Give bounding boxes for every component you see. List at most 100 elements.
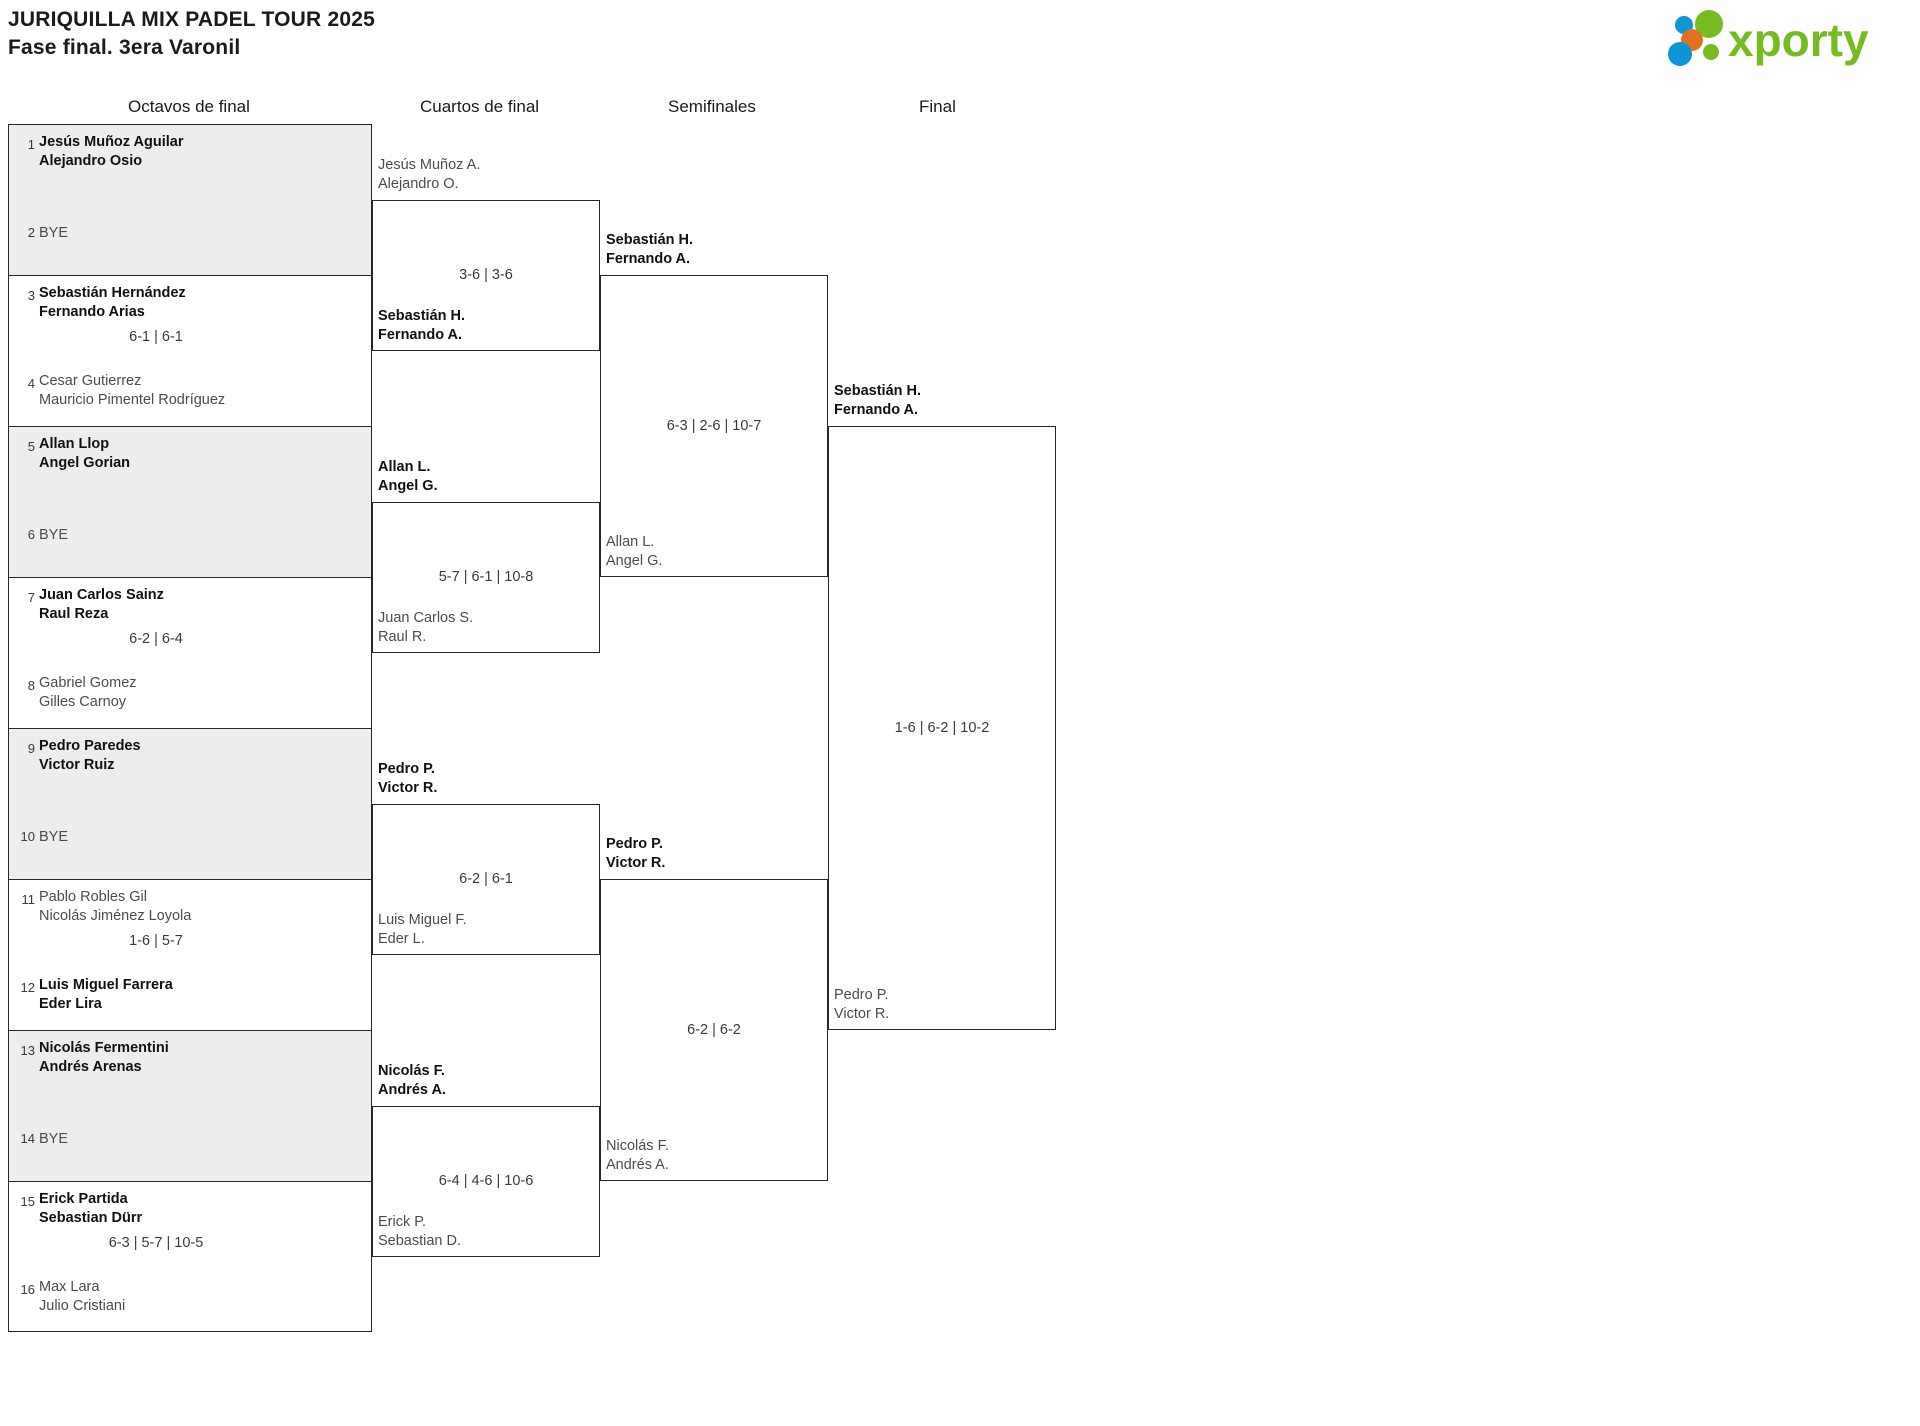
team-top: Pedro P. Victor R.: [378, 760, 437, 798]
team-bottom: Allan L. Angel G.: [606, 533, 662, 571]
player-name: Juan Carlos S.: [378, 609, 474, 626]
player-name: Pedro P.: [378, 760, 435, 777]
player-name: Victor R.: [378, 779, 438, 796]
player-name: Raul Reza: [39, 606, 109, 622]
page-title: JURIQUILLA MIX PADEL TOUR 2025 Fase fina…: [8, 6, 375, 62]
player-name: Angel Gorian: [39, 455, 131, 471]
player-name: Allan L.: [606, 534, 655, 550]
player-name: Jesús Muñoz A.: [378, 156, 481, 173]
seed-number: 15: [20, 1194, 35, 1209]
seed-number: 2: [27, 225, 35, 240]
team-bottom: BYE: [39, 1130, 365, 1149]
player-name: Eder Lira: [39, 996, 102, 1012]
player-name: Erick Partida: [39, 1191, 128, 1207]
player-name: BYE: [39, 527, 69, 543]
match-score: 1-6 | 5-7: [129, 933, 183, 949]
player-name: Pablo Robles Gil: [39, 889, 147, 905]
seed-number: 6: [27, 527, 35, 542]
xporty-logo: xporty: [1662, 8, 1902, 68]
match-score: 6-1 | 6-1: [129, 329, 183, 345]
team-bottom: Juan Carlos S. Raul R.: [378, 609, 473, 647]
match-score: 3-6 | 3-6: [459, 267, 513, 283]
team-top: Sebastián H. Fernando A.: [834, 382, 921, 420]
xporty-logo-svg: xporty: [1668, 10, 1869, 66]
player-name: Sebastián Hernández: [39, 285, 186, 301]
seed-number: 10: [20, 829, 35, 844]
player-name: Victor R.: [834, 1006, 890, 1022]
tournament-name: JURIQUILLA MIX PADEL TOUR 2025: [8, 8, 375, 31]
semifinal-match-1[interactable]: 6-3 | 2-6 | 10-7: [600, 275, 828, 577]
cuartos-match-2[interactable]: 5-7 | 6-1 | 10-8: [372, 501, 600, 653]
player-name: Victor R.: [606, 855, 666, 871]
player-name: Nicolás F.: [378, 1062, 445, 1079]
player-name: Juan Carlos Sainz: [39, 587, 164, 603]
match-score: 1-6 | 6-2 | 10-2: [894, 720, 990, 736]
player-name: Alejandro Osio: [39, 153, 143, 169]
player-name: BYE: [39, 829, 69, 845]
seed-number: 16: [20, 1282, 35, 1297]
player-name: Nicolás F.: [606, 1138, 669, 1154]
team-bottom: BYE: [39, 828, 365, 847]
player-name: Luis Miguel F.: [378, 911, 467, 928]
svg-text:xporty: xporty: [1728, 14, 1869, 66]
semifinal-match-2[interactable]: 6-2 | 6-2: [600, 879, 828, 1181]
player-name: Allan Llop: [39, 436, 110, 452]
team-bottom: Erick P.Sebastian D.: [378, 1213, 461, 1251]
player-name: Sebastián H.: [834, 383, 922, 399]
player-name: Angel G.: [606, 553, 663, 569]
round-header-cuartos: Cuartos de final: [420, 97, 540, 116]
player-name: Raul R.: [378, 628, 427, 645]
seed-number: 14: [20, 1131, 35, 1146]
seed-number: 12: [20, 980, 35, 995]
player-name: Andrés Arenas: [39, 1059, 142, 1075]
player-name: Nicolás Fermentini: [39, 1040, 169, 1056]
tournament-phase: Fase final. 3era Varonil: [8, 36, 241, 59]
cuartos-match-3[interactable]: 6-2 | 6-1: [372, 803, 600, 955]
team-top: Pedro P.Victor R.: [606, 835, 665, 873]
player-name: Luis Miguel Farrera: [39, 977, 173, 993]
match-score: 6-2 | 6-4: [129, 631, 183, 647]
player-name: Erick P.: [378, 1213, 427, 1230]
player-name: Jesús Muñoz Aguilar: [39, 134, 184, 150]
seed-number: 8: [27, 678, 35, 693]
player-name: Sebastián H.: [378, 307, 466, 324]
cuartos-match-4[interactable]: 6-4 | 4-6 | 10-6: [372, 1105, 600, 1257]
player-name: Pedro P.: [834, 987, 889, 1003]
match-score: 5-7 | 6-1 | 10-8: [438, 569, 534, 585]
player-name: Alejandro O.: [378, 175, 459, 192]
player-name: Andrés A.: [378, 1081, 446, 1098]
player-name: Nicolás Jiménez Loyola: [39, 908, 192, 924]
team-top: Allan L.Angel G.: [378, 458, 438, 496]
seed-number: 9: [27, 741, 35, 756]
player-name: Fernando A.: [834, 402, 919, 418]
seed-number: 7: [27, 590, 35, 605]
team-bottom: Sebastián H.Fernando A.: [378, 307, 465, 345]
final-match-1[interactable]: 1-6 | 6-2 | 10-2: [828, 426, 1056, 1030]
round-header-octavos: Octavos de final: [128, 97, 250, 116]
player-name: Sebastián H.: [606, 232, 694, 248]
seed-number: 4: [27, 376, 35, 391]
cuartos-match-1[interactable]: 3-6 | 3-6: [372, 199, 600, 351]
match-score: 6-4 | 4-6 | 10-6: [438, 1173, 534, 1189]
round-header-semifinales: Semifinales: [668, 97, 756, 116]
